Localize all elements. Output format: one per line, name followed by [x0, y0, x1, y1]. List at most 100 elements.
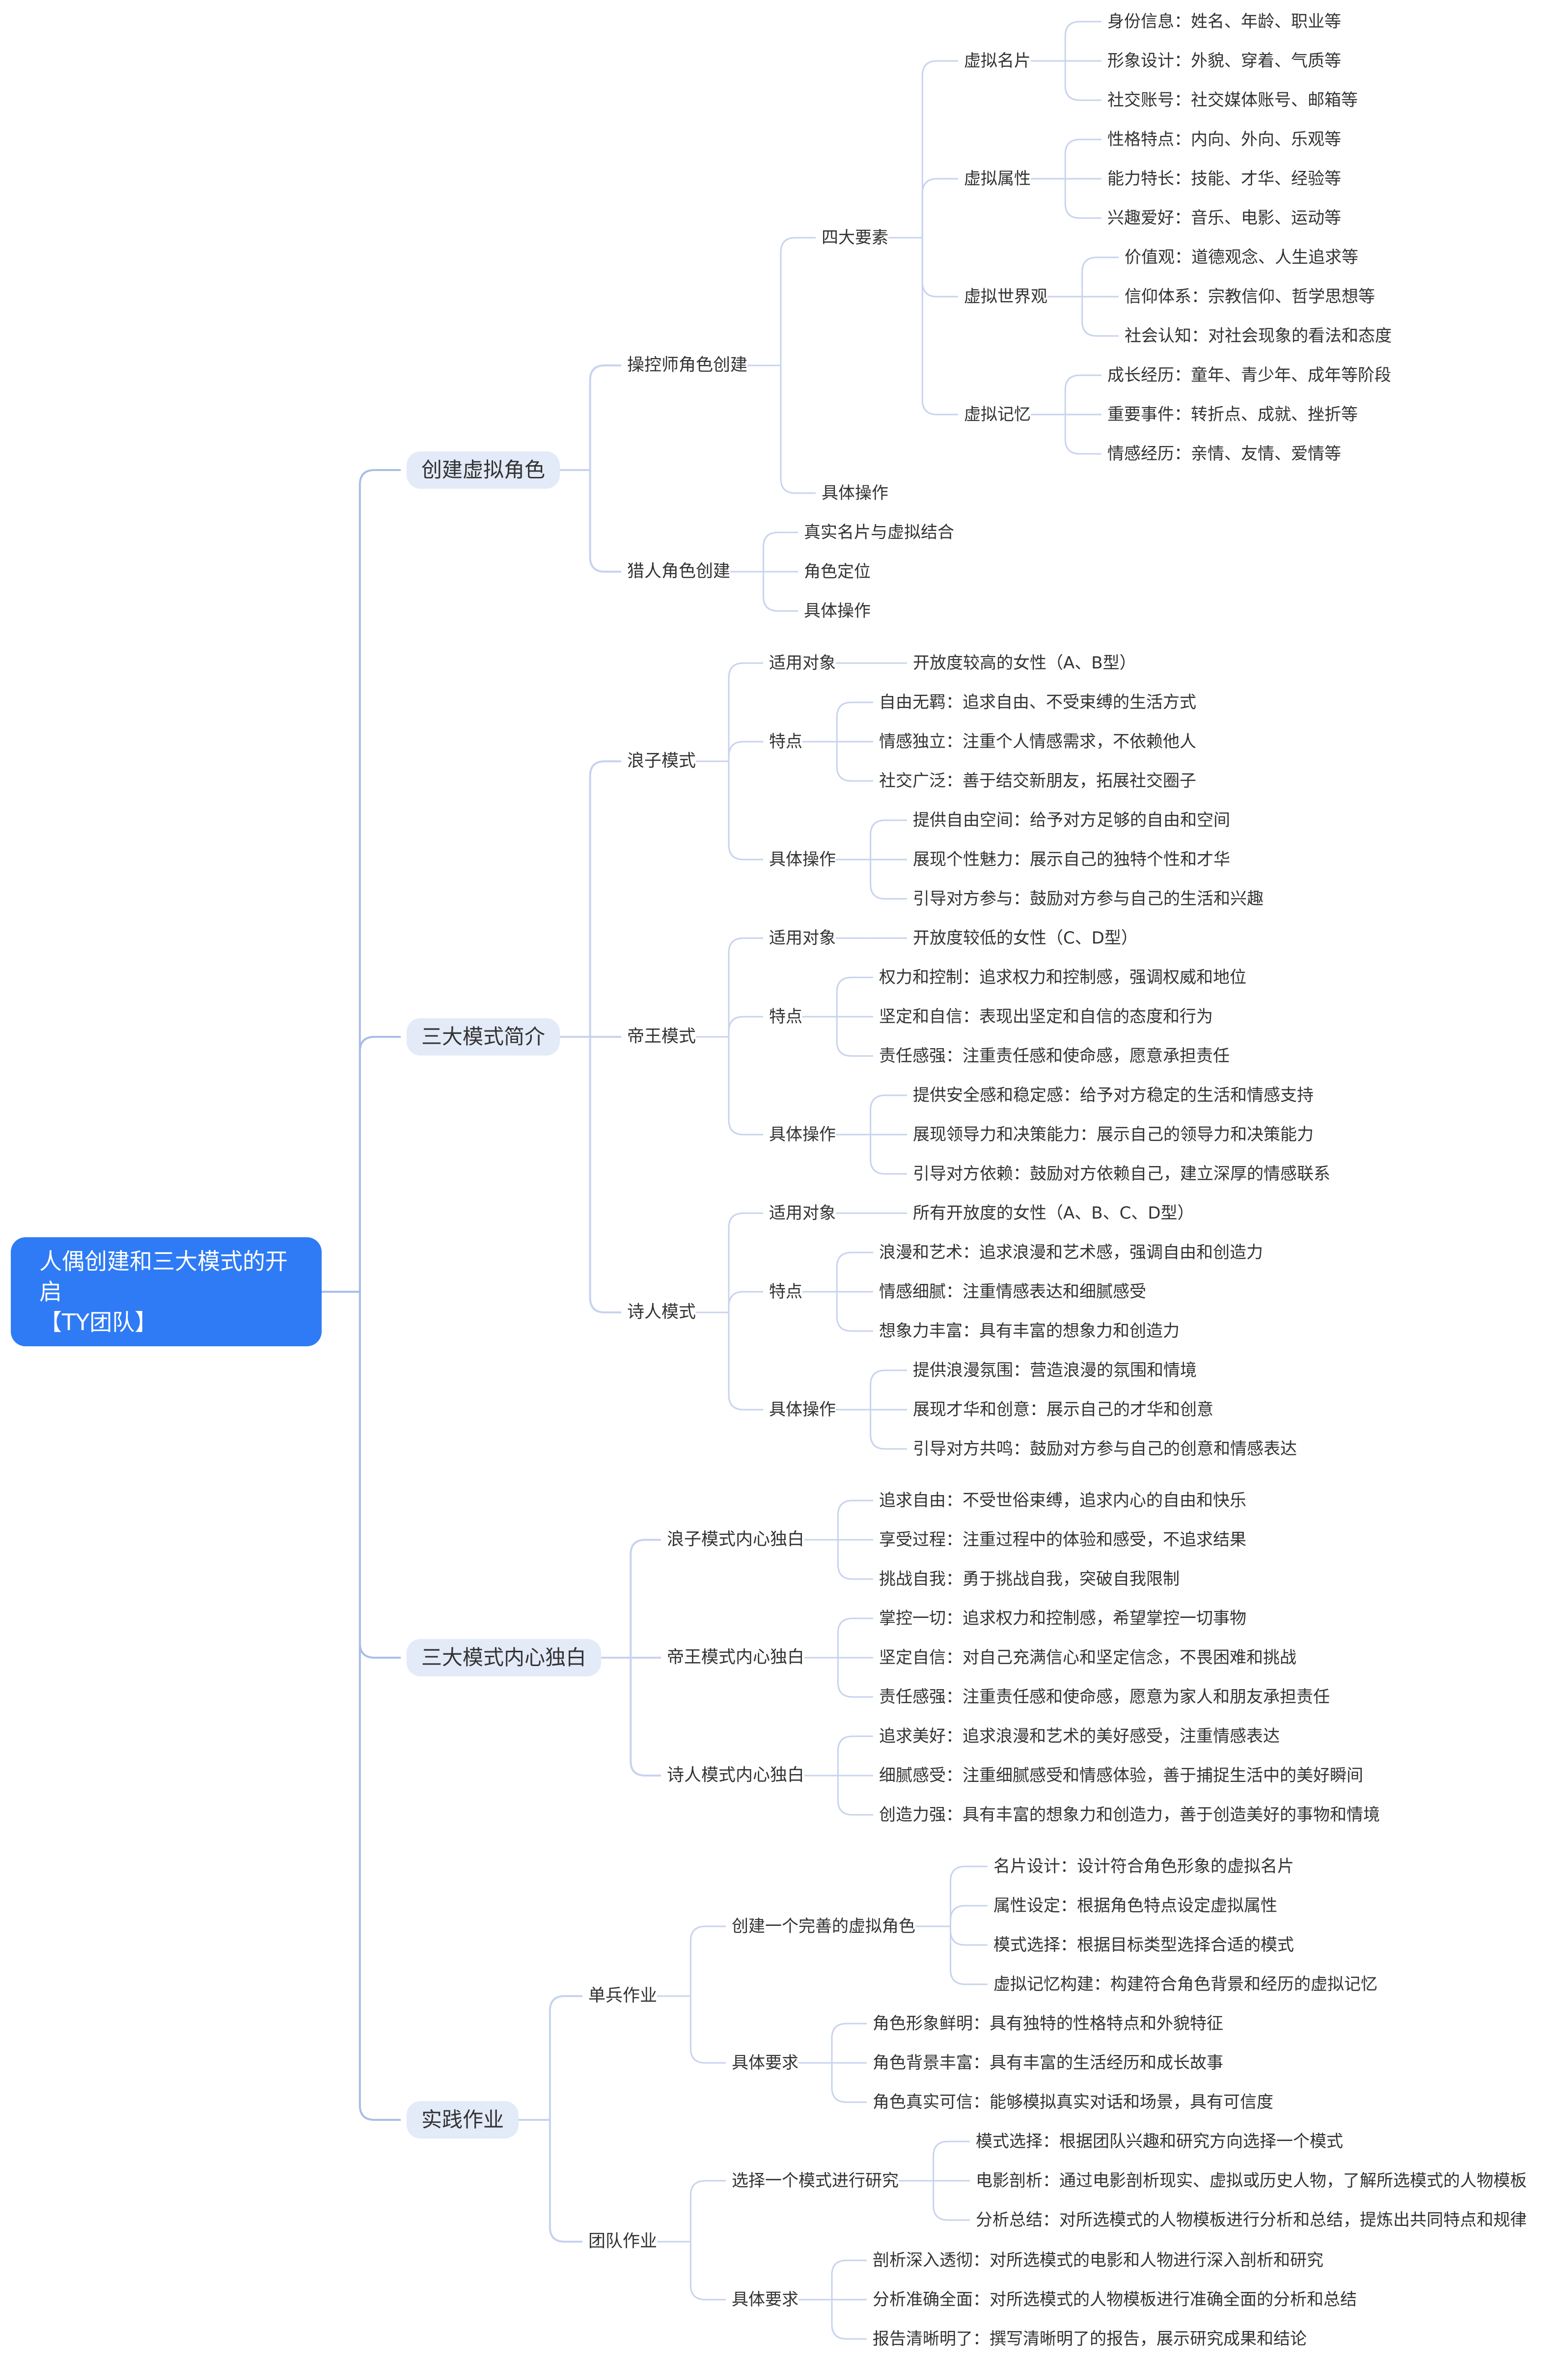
topic-node[interactable]: 角色真实可信：能够模拟真实对话和场景，具有可信度	[873, 2092, 1273, 2112]
topic-node[interactable]: 分析总结：对所选模式的人物模板进行分析和总结，提炼出共同特点和规律	[976, 2210, 1527, 2230]
topic-node[interactable]: 开放度较高的女性（A、B型）	[913, 653, 1136, 673]
root-topic[interactable]: 人偶创建和三大模式的开启【TY团队】	[11, 1237, 322, 1346]
topic-node[interactable]: 模式选择：根据团队兴趣和研究方向选择一个模式	[976, 2132, 1343, 2151]
topic-node[interactable]: 浪子模式	[627, 751, 696, 771]
topic-node[interactable]: 掌控一切：追求权力和控制感，希望掌控一切事物	[879, 1609, 1246, 1628]
topic-node[interactable]: 引导对方依赖：鼓励对方依赖自己，建立深厚的情感联系	[913, 1164, 1330, 1184]
connector-line	[921, 60, 958, 238]
topic-node[interactable]: 开放度较低的女性（C、D型）	[913, 928, 1138, 948]
topic-node[interactable]: 信仰体系：宗教信仰、哲学思想等	[1125, 287, 1375, 306]
topic-node[interactable]: 具体操作	[769, 850, 836, 869]
topic-node[interactable]: 社交账号：社交媒体账号、邮箱等	[1107, 90, 1358, 110]
topic-node[interactable]: 坚定和自信：表现出坚定和自信的态度和行为	[879, 1007, 1213, 1027]
topic-node[interactable]: 诗人模式	[627, 1302, 696, 1322]
connector-line	[780, 365, 816, 494]
topic-node[interactable]: 真实名片与虚拟结合	[804, 523, 954, 542]
topic-node[interactable]: 团队作业	[588, 2231, 658, 2252]
topic-node[interactable]: 选择一个模式进行研究	[732, 2171, 899, 2191]
topic-node[interactable]: 虚拟属性	[964, 169, 1031, 189]
main-topic[interactable]: 创建虚拟角色	[407, 451, 560, 489]
topic-node[interactable]: 虚拟名片	[964, 51, 1031, 71]
topic-node[interactable]: 提供自由空间：给予对方足够的自由和空间	[913, 810, 1230, 830]
topic-node[interactable]: 兴趣爱好：音乐、电影、运动等	[1107, 208, 1341, 228]
topic-node[interactable]: 责任感强：注重责任感和使命感，愿意承担责任	[879, 1046, 1230, 1066]
topic-node[interactable]: 形象设计：外貌、穿着、气质等	[1107, 51, 1341, 71]
topic-node[interactable]: 想象力丰富：具有丰富的想象力和创造力	[879, 1321, 1180, 1341]
connector-line	[836, 742, 873, 782]
connector-line	[1064, 139, 1101, 179]
topic-node[interactable]: 情感独立：注重个人情感需求，不依赖他人	[879, 732, 1196, 751]
topic-node[interactable]: 诗人模式内心独白	[667, 1765, 805, 1785]
topic-node[interactable]: 电影剖析：通过电影剖析现实、虚拟或历史人物，了解所选模式的人物模板	[976, 2171, 1527, 2191]
topic-node[interactable]: 浪子模式内心独白	[667, 1529, 805, 1550]
topic-node[interactable]: 追求美好：追求浪漫和艺术的美好感受，注重情感表达	[879, 1726, 1280, 1746]
topic-node[interactable]: 提供浪漫氛围：营造浪漫的氛围和情境	[913, 1361, 1197, 1380]
main-topic[interactable]: 三大模式内心独白	[407, 1639, 602, 1676]
main-topic[interactable]: 实践作业	[407, 2101, 519, 2139]
topic-node[interactable]: 具体操作	[769, 1400, 836, 1419]
topic-node[interactable]: 创造力强：具有丰富的想象力和创造力，善于创造美好的事物和情境	[879, 1805, 1380, 1825]
topic-node[interactable]: 适用对象	[769, 1203, 836, 1223]
topic-node[interactable]: 剖析深入透彻：对所选模式的电影和人物进行深入剖析和研究	[873, 2251, 1323, 2270]
topic-node[interactable]: 四大要素	[822, 228, 888, 248]
topic-node[interactable]: 帝王模式内心独白	[667, 1647, 805, 1668]
topic-node[interactable]: 细腻感受：注重细腻感受和情感体验，善于捕捉生活中的美好瞬间	[879, 1766, 1363, 1785]
topic-node[interactable]: 帝王模式	[627, 1027, 696, 1047]
topic-node[interactable]: 具体操作	[822, 483, 888, 503]
topic-node[interactable]: 坚定自信：对自己充满信心和坚定信念，不畏困难和挑战	[879, 1648, 1296, 1668]
topic-node[interactable]: 虚拟记忆构建：构建符合角色背景和经历的虚拟记忆	[993, 1974, 1377, 1994]
topic-node[interactable]: 特点	[769, 1282, 802, 1302]
topic-node[interactable]: 情感细腻：注重情感表达和细腻感受	[879, 1282, 1146, 1302]
topic-node[interactable]: 权力和控制：追求权力和控制感，强调权威和地位	[879, 968, 1246, 987]
topic-node[interactable]: 社交广泛：善于结交新朋友，拓展社交圈子	[879, 771, 1196, 791]
topic-node[interactable]: 引导对方共鸣：鼓励对方参与自己的创意和情感表达	[913, 1439, 1297, 1459]
topic-node[interactable]: 适用对象	[769, 653, 836, 673]
topic-node[interactable]: 模式选择：根据目标类型选择合适的模式	[993, 1935, 1294, 1955]
topic-node[interactable]: 虚拟记忆	[964, 405, 1031, 424]
topic-node[interactable]: 浪漫和艺术：追求浪漫和艺术感，强调自由和创造力	[879, 1243, 1263, 1262]
topic-node[interactable]: 名片设计：设计符合角色形象的虚拟名片	[993, 1857, 1294, 1876]
topic-node[interactable]: 性格特点：内向、外向、乐观等	[1107, 130, 1341, 149]
topic-node[interactable]: 能力特长：技能、才华、经验等	[1107, 169, 1341, 189]
topic-node[interactable]: 适用对象	[769, 928, 836, 948]
topic-node[interactable]: 分析准确全面：对所选模式的人物模板进行准确全面的分析和总结	[873, 2290, 1357, 2309]
topic-node[interactable]: 引导对方参与：鼓励对方参与自己的生活和兴趣	[913, 889, 1264, 909]
topic-node[interactable]: 猎人角色创建	[627, 561, 731, 582]
topic-node[interactable]: 提供安全感和稳定感：给予对方稳定的生活和情感支持	[913, 1085, 1314, 1105]
topic-node[interactable]: 角色形象鲜明：具有独特的性格特点和外貌特征	[873, 2014, 1223, 2033]
main-topic[interactable]: 三大模式简介	[407, 1018, 560, 1056]
topic-node[interactable]: 情感经历：亲情、友情、爱情等	[1107, 444, 1341, 464]
topic-node[interactable]: 挑战自我：勇于挑战自我，突破自我限制	[879, 1569, 1180, 1589]
topic-node[interactable]: 报告清晰明了：撰写清晰明了的报告，展示研究成果和结论	[873, 2329, 1307, 2349]
topic-node[interactable]: 身份信息：姓名、年龄、职业等	[1107, 12, 1341, 31]
topic-node[interactable]: 价值观：道德观念、人生追求等	[1125, 248, 1358, 267]
topic-node[interactable]: 属性设定：根据角色特点设定虚拟属性	[993, 1896, 1277, 1916]
connector-line	[728, 1016, 763, 1037]
topic-node[interactable]: 具体要求	[732, 2053, 798, 2073]
topic-node[interactable]: 具体操作	[769, 1125, 836, 1144]
topic-node[interactable]: 创建一个完善的虚拟角色	[732, 1917, 915, 1936]
topic-node[interactable]: 单兵作业	[588, 1986, 658, 2006]
topic-node[interactable]: 责任感强：注重责任感和使命感，愿意为家人和朋友承担责任	[879, 1687, 1330, 1707]
topic-node[interactable]: 具体要求	[732, 2290, 798, 2309]
topic-node[interactable]: 展现个性魅力：展示自己的独特个性和才华	[913, 850, 1230, 869]
topic-node[interactable]: 所有开放度的女性（A、B、C、D型）	[913, 1203, 1194, 1223]
topic-node[interactable]: 具体操作	[804, 601, 871, 621]
topic-node[interactable]: 虚拟世界观	[964, 287, 1047, 306]
topic-node[interactable]: 享受过程：注重过程中的体验和感受，不追求结果	[879, 1530, 1246, 1550]
topic-node[interactable]: 自由无羁：追求自由、不受束缚的生活方式	[879, 693, 1196, 712]
topic-node[interactable]: 追求自由：不受世俗束缚，追求内心的自由和快乐	[879, 1491, 1246, 1510]
topic-node[interactable]: 成长经历：童年、青少年、成年等阶段	[1107, 365, 1391, 385]
topic-node[interactable]: 特点	[769, 732, 802, 751]
topic-node[interactable]: 社会认知：对社会现象的看法和态度	[1125, 326, 1392, 346]
topic-node[interactable]: 重要事件：转折点、成就、挫折等	[1107, 405, 1358, 424]
connector-line	[630, 1539, 661, 1658]
topic-node[interactable]: 角色定位	[804, 562, 871, 582]
topic-node[interactable]: 操控师角色创建	[627, 355, 748, 375]
topic-node[interactable]: 展现才华和创意：展示自己的才华和创意	[913, 1400, 1213, 1419]
topic-node[interactable]: 展现领导力和决策能力：展示自己的领导力和决策能力	[913, 1125, 1314, 1144]
connector-line	[837, 1735, 873, 1776]
topic-node[interactable]: 特点	[769, 1007, 802, 1027]
topic-node[interactable]: 角色背景丰富：具有丰富的生活经历和成长故事	[873, 2053, 1223, 2073]
